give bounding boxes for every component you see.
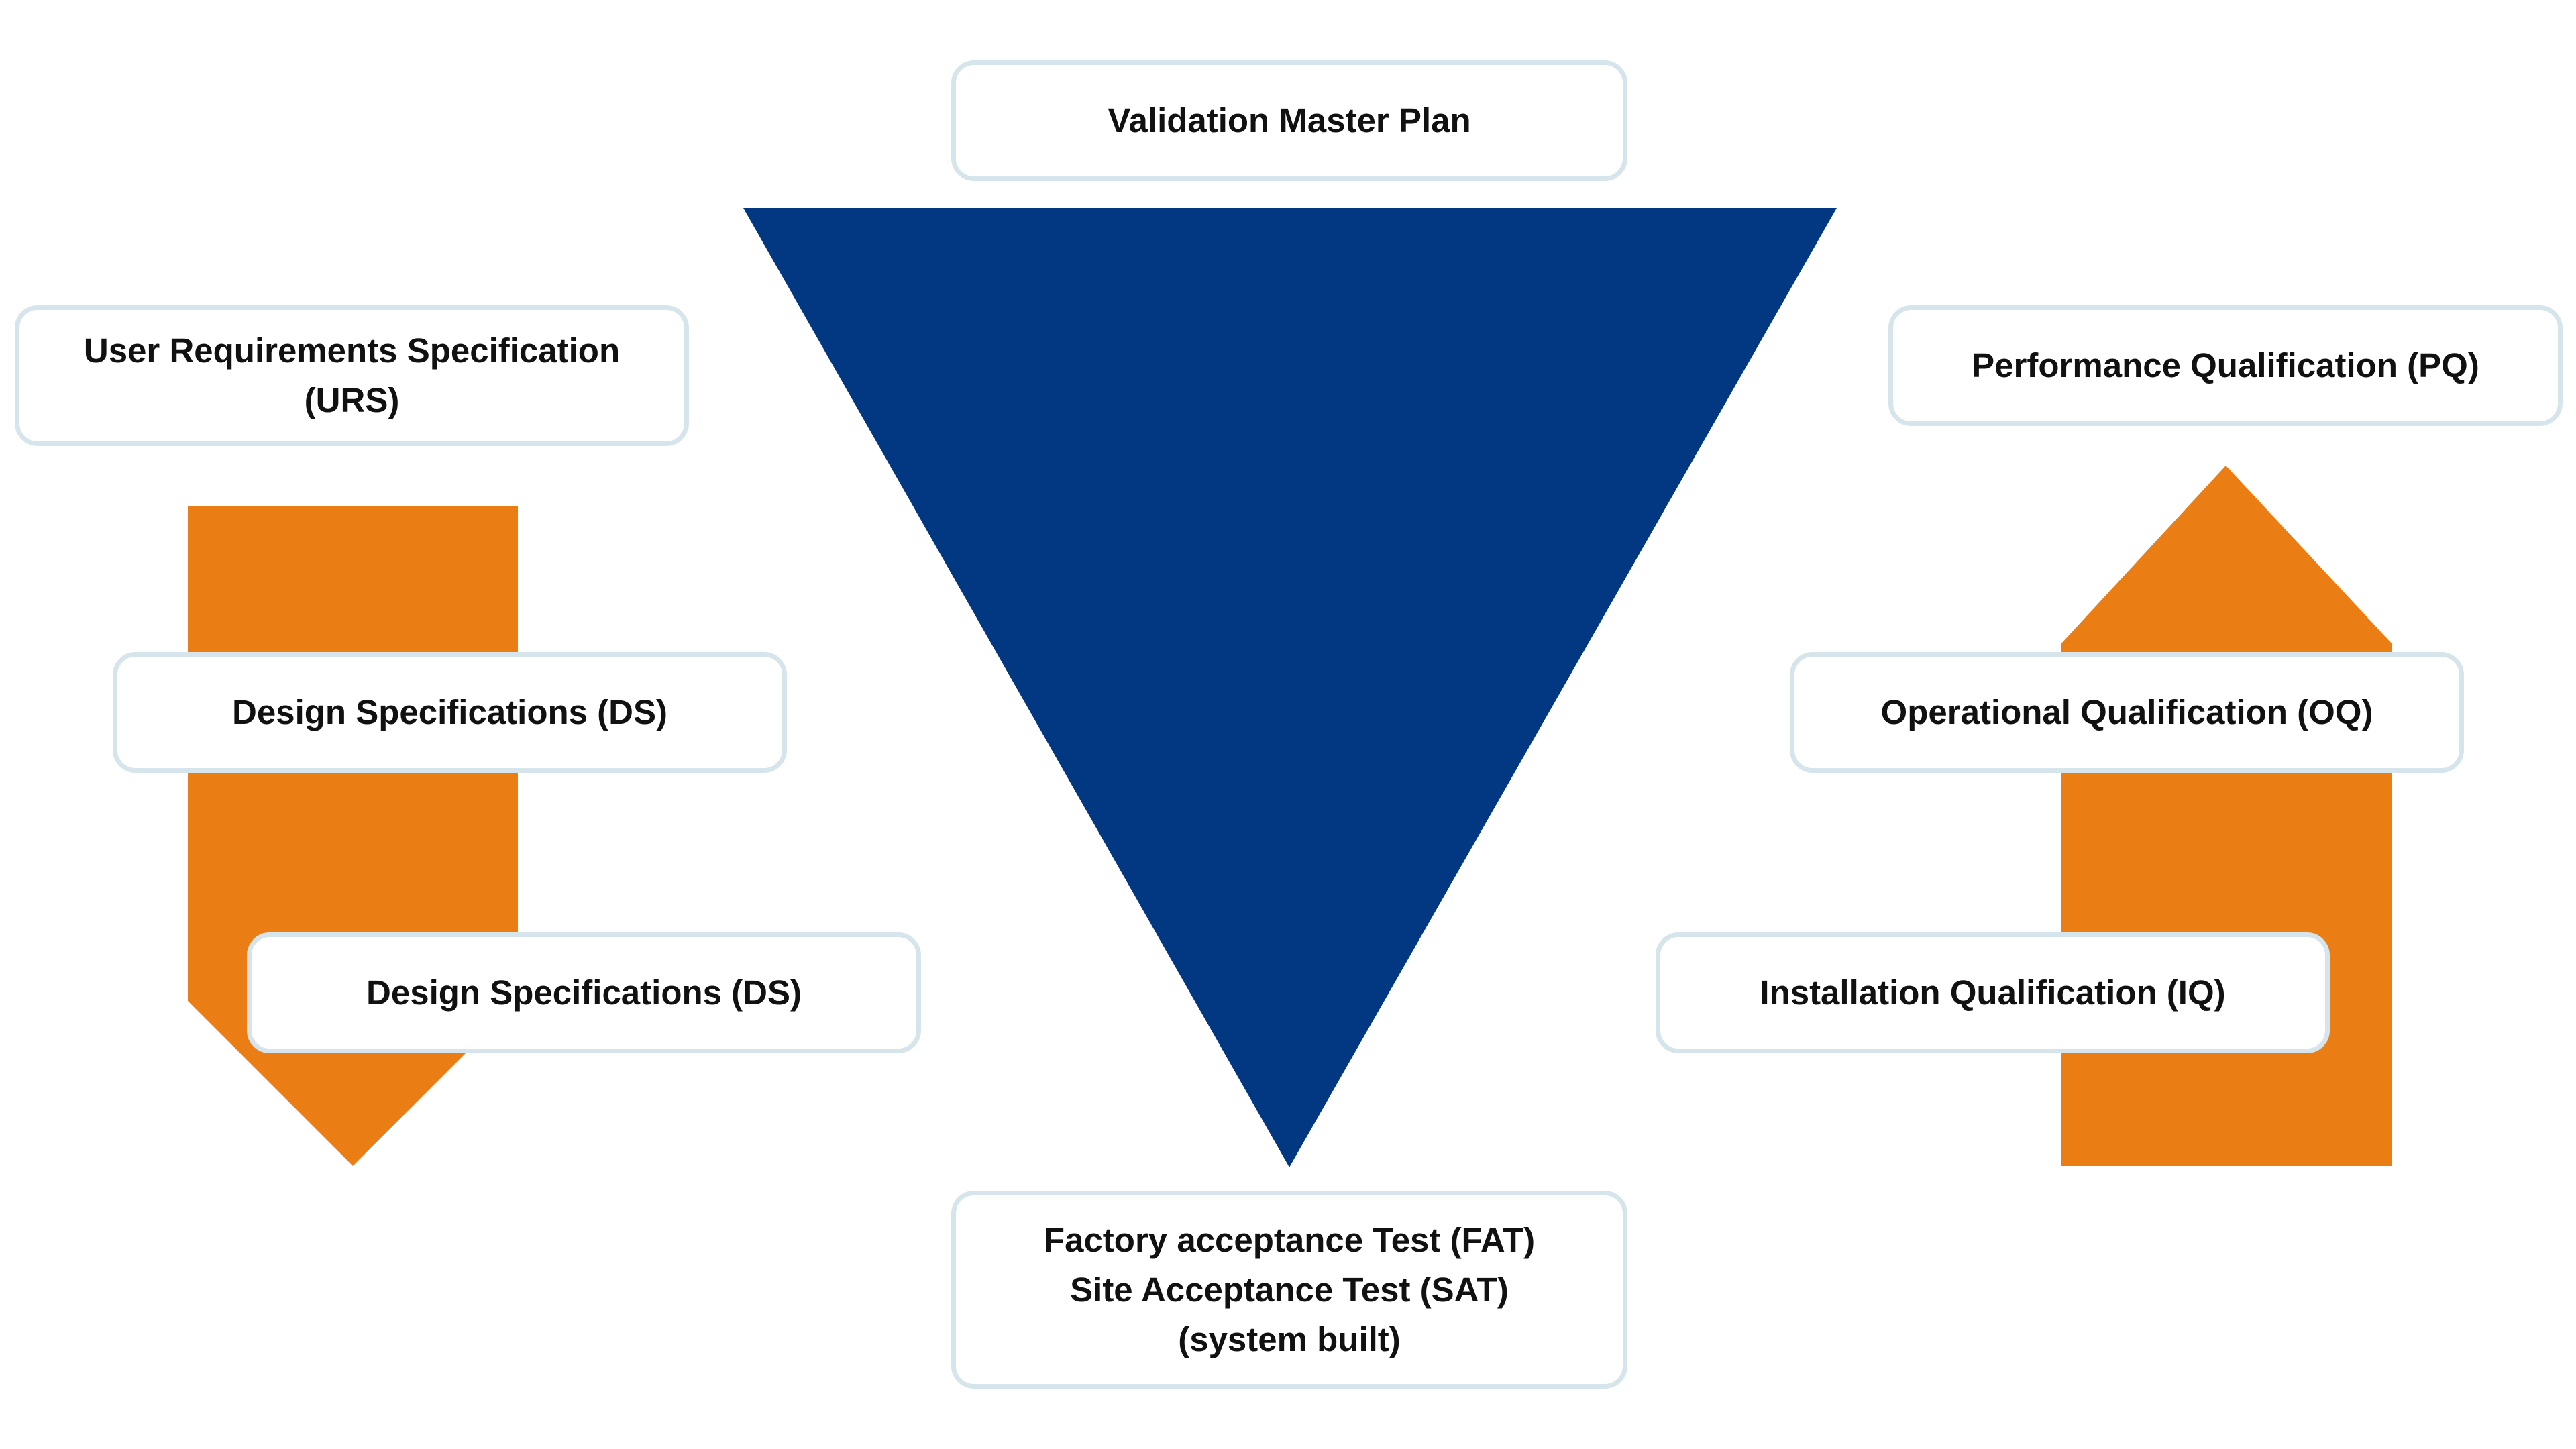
sat-label: Site Acceptance Test (SAT) xyxy=(1070,1270,1509,1309)
system-built-label: (system built) xyxy=(1178,1320,1401,1358)
fat-label: Factory acceptance Test (FAT) xyxy=(1043,1220,1536,1259)
validation-master-plan-label: Validation Master Plan xyxy=(1108,101,1471,140)
design-specifications-label-1: Design Specifications (DS) xyxy=(232,693,667,731)
oq-box: Operational Qualification (OQ) xyxy=(1790,652,2464,773)
validation-master-plan-box: Validation Master Plan xyxy=(951,60,1627,181)
pq-label: Performance Qualification (PQ) xyxy=(1972,346,2479,384)
oq-label: Operational Qualification (OQ) xyxy=(1880,693,2373,731)
v-model-triangle xyxy=(743,208,1837,1167)
urs-label-line-1: User Requirements Specification xyxy=(83,331,621,370)
urs-box: User Requirements Specification (URS) xyxy=(15,305,689,446)
down-arrow xyxy=(188,506,518,1166)
pq-box: Performance Qualification (PQ) xyxy=(1888,305,2563,426)
design-specifications-label-2: Design Specifications (DS) xyxy=(366,973,802,1012)
design-specifications-box-1: Design Specifications (DS) xyxy=(113,652,787,773)
iq-box: Installation Qualification (IQ) xyxy=(1656,932,2330,1053)
urs-label-line-2: (URS) xyxy=(304,381,400,419)
up-arrow xyxy=(2061,466,2392,1166)
fat-sat-box: Factory acceptance Test (FAT) Site Accep… xyxy=(951,1191,1627,1389)
design-specifications-box-2: Design Specifications (DS) xyxy=(247,932,921,1053)
iq-label: Installation Qualification (IQ) xyxy=(1760,973,2226,1012)
